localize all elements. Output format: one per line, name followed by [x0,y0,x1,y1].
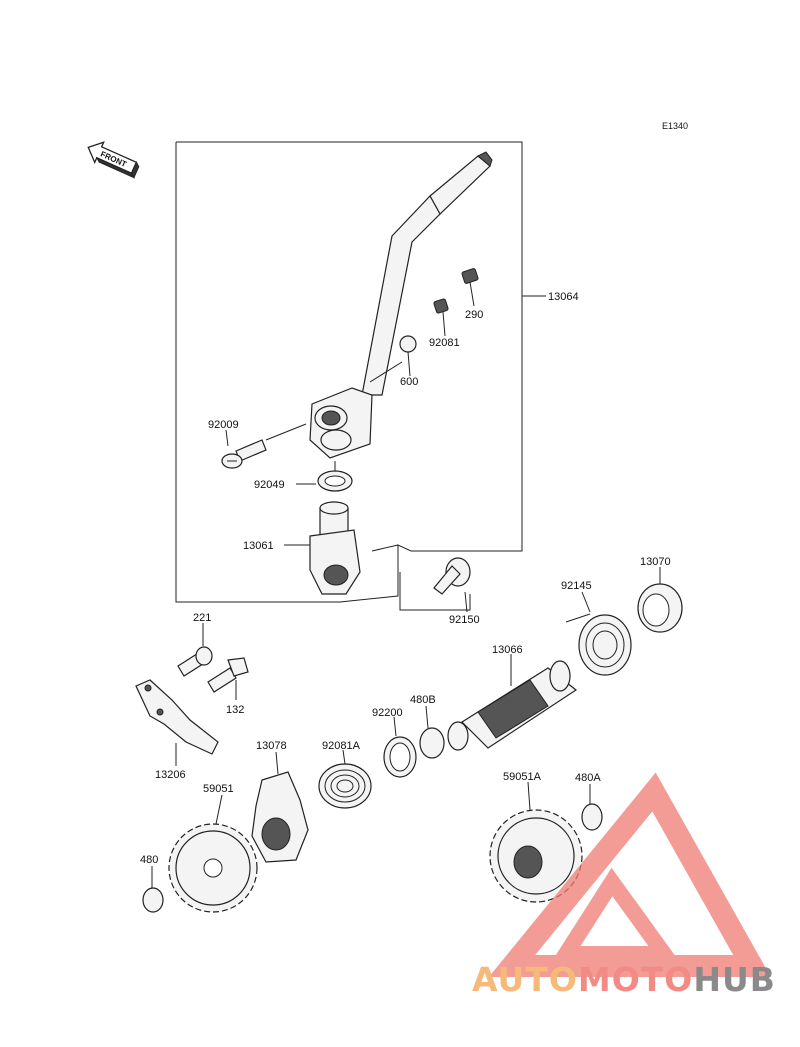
part-600-ball [399,335,417,353]
label-13206: 13206 [155,769,186,781]
part-480B-clip [419,727,445,759]
label-132: 132 [226,704,244,716]
label-92081A: 92081A [322,740,361,752]
watermark-auto: AUTO [472,960,578,999]
part-132-bolt [207,657,249,693]
part-480A-clip [581,803,603,831]
assembly-outline-step [371,544,399,552]
part-13078-ratchet [251,771,309,863]
leader-lines [151,281,661,888]
watermark-moto: MOTO [577,960,694,999]
diagram-code: E1340 [662,121,688,131]
label-92081: 92081 [429,337,460,349]
label-92049: 92049 [254,479,285,491]
label-480B: 480B [410,694,436,706]
part-92145-spring [565,613,632,676]
label-92145: 92145 [561,580,592,592]
part-13066-shaft [447,660,578,751]
label-59051A: 59051A [503,771,542,783]
part-59051-gear [168,823,258,913]
front-arrow-icon: FRONT [87,141,140,179]
assembly-outline-lower [399,572,471,611]
label-480A: 480A [575,772,601,784]
label-221: 221 [193,612,211,624]
watermark-brand: AUTOMOTOHUB [472,960,776,999]
label-290: 290 [465,309,483,321]
part-92049-washer [317,470,353,492]
part-221-bolt [177,646,213,677]
label-13066: 13066 [492,644,523,656]
label-13078: 13078 [256,740,287,752]
watermark-logo-icon [488,772,771,977]
label-480: 480 [140,854,158,866]
part-92200-washer [383,736,417,778]
part-13061-holder [309,501,361,595]
part-59051A-gear [489,809,583,903]
part-13070-ring [637,583,683,633]
kick-pedal-lever [309,151,493,459]
label-59051: 59051 [203,783,234,795]
label-92009: 92009 [208,419,239,431]
part-92009-bolt [221,439,267,469]
part-92081A-spring [318,763,372,809]
part-13206-guide [135,679,219,755]
label-92200: 92200 [372,707,403,719]
label-600: 600 [400,376,418,388]
part-480-clip [142,887,164,913]
part-92150-bolt [433,557,471,595]
label-13061: 13061 [243,540,274,552]
part-290-cap [461,268,479,284]
label-13070: 13070 [640,556,671,568]
label-92150: 92150 [449,614,480,626]
part-92081-spring [433,298,449,314]
watermark-hub: HUB [693,960,776,999]
label-13064: 13064 [548,291,579,303]
